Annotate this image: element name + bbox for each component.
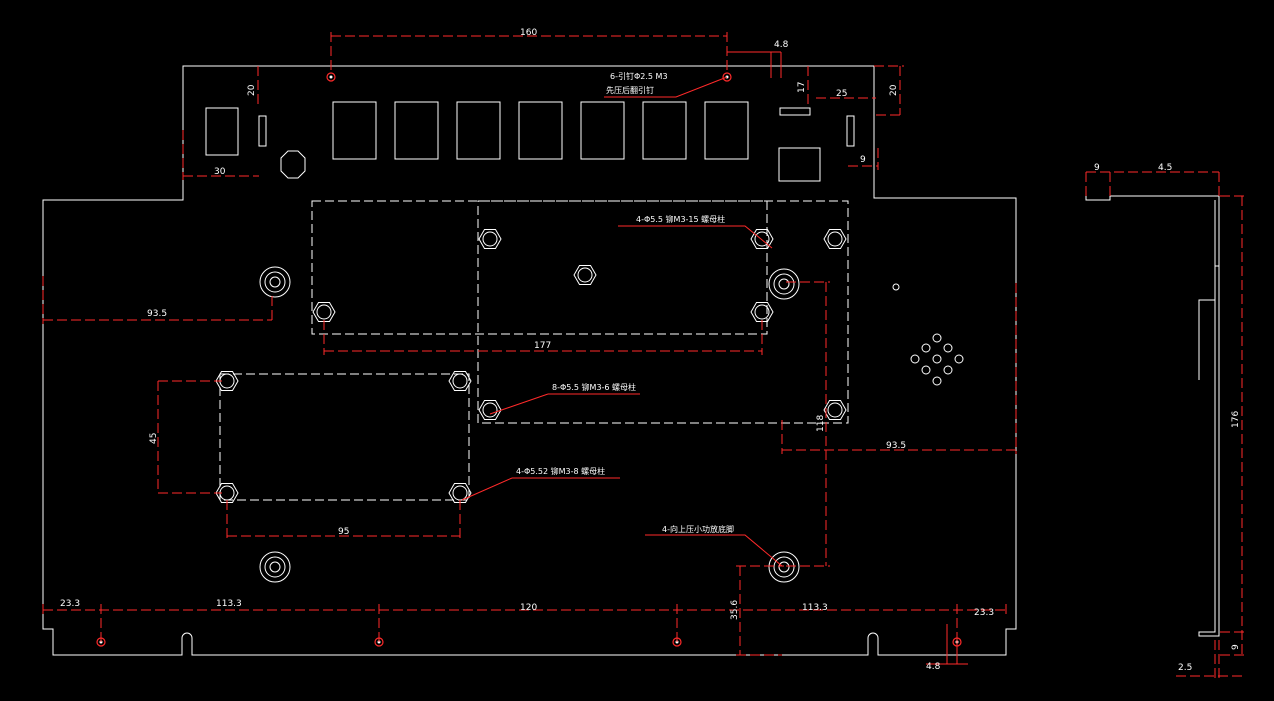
hex-standoff-12	[448, 483, 472, 503]
dim-30: 30	[214, 167, 226, 177]
dim-113-3-right: 113.3	[802, 603, 828, 613]
hex-standoff-bore-4	[316, 304, 332, 320]
dim-93-5-left: 93.5	[147, 309, 167, 319]
hex-standoff-1	[478, 229, 502, 249]
note-standoff-8: 4-Φ5.52 铆M3-8 螺母柱	[516, 466, 605, 476]
dim-113-3-left: 113.3	[216, 599, 242, 609]
note-pins-2: 先压后翻引钉	[606, 85, 654, 95]
round-feet	[259, 266, 800, 583]
side-dim-9-bottom: 9	[1231, 644, 1241, 650]
note-standoff-6: 8-Φ5.5 铆M3-6 螺母柱	[552, 382, 636, 392]
dim-20-right: 20	[889, 84, 899, 96]
dim-25: 25	[836, 89, 847, 99]
hex-standoff-bore-1	[482, 231, 498, 247]
hex-standoff-4	[312, 302, 336, 322]
side-dim-4-5: 4.5	[1158, 163, 1172, 173]
vent-holes	[892, 283, 964, 386]
hex-standoff-2	[750, 229, 774, 249]
dim-93-5-right: 93.5	[886, 441, 906, 451]
dim-23-3-left: 23.3	[60, 599, 80, 609]
side-dim-9-top: 9	[1094, 163, 1100, 173]
dim-17: 17	[797, 82, 807, 93]
dim-35-6: 35.6	[730, 600, 740, 620]
dim-120: 120	[520, 603, 537, 613]
dim-23-3-right: 23.3	[974, 608, 994, 618]
side-dim-176: 176	[1231, 411, 1241, 428]
dim-160: 160	[520, 28, 537, 38]
hex-standoff-bore-8	[452, 373, 468, 389]
hex-standoff-bore-7	[219, 373, 235, 389]
hex-standoff-10	[823, 400, 847, 420]
hex-standoff-bore-5	[754, 304, 770, 320]
hex-standoff-9	[478, 400, 502, 420]
dim-4-8-top: 4.8	[774, 40, 789, 50]
hex-standoff-8	[448, 371, 472, 391]
top-cutouts	[205, 101, 855, 182]
hex-standoff-bore-10	[827, 402, 843, 418]
dashed-board-outlines	[219, 200, 849, 501]
dim-20-left: 20	[247, 84, 257, 96]
dim-118: 118	[816, 415, 826, 432]
hex-standoff-5	[750, 302, 774, 322]
note-feet: 4-向上压小功放底脚	[662, 524, 734, 534]
hex-standoff-6	[573, 265, 597, 285]
side-view	[1085, 171, 1246, 680]
hex-standoff-bore-2	[754, 231, 770, 247]
hex-standoffs	[215, 229, 847, 503]
hex-standoff-3	[823, 229, 847, 249]
dim-95: 95	[338, 527, 349, 537]
note-standoff-15: 4-Φ5.5 铆M3-15 螺母柱	[636, 214, 725, 224]
hex-standoff-bore-12	[452, 485, 468, 501]
hex-standoff-bore-11	[219, 485, 235, 501]
hex-standoff-bore-3	[827, 231, 843, 247]
dim-4-8-bottom: 4.8	[926, 662, 941, 672]
hex-standoff-bore-9	[482, 402, 498, 418]
plate-outline	[42, 65, 1017, 656]
dim-177: 177	[534, 341, 551, 351]
dim-45: 45	[149, 433, 159, 444]
hex-standoff-bore-6	[577, 267, 593, 283]
dim-9-right: 9	[860, 155, 866, 165]
dimension-lines	[42, 32, 1017, 665]
note-pins-1: 6-引钉Φ2.5 M3	[610, 71, 668, 81]
octagon-cutout	[280, 150, 306, 179]
side-dim-2-5: 2.5	[1178, 663, 1192, 673]
